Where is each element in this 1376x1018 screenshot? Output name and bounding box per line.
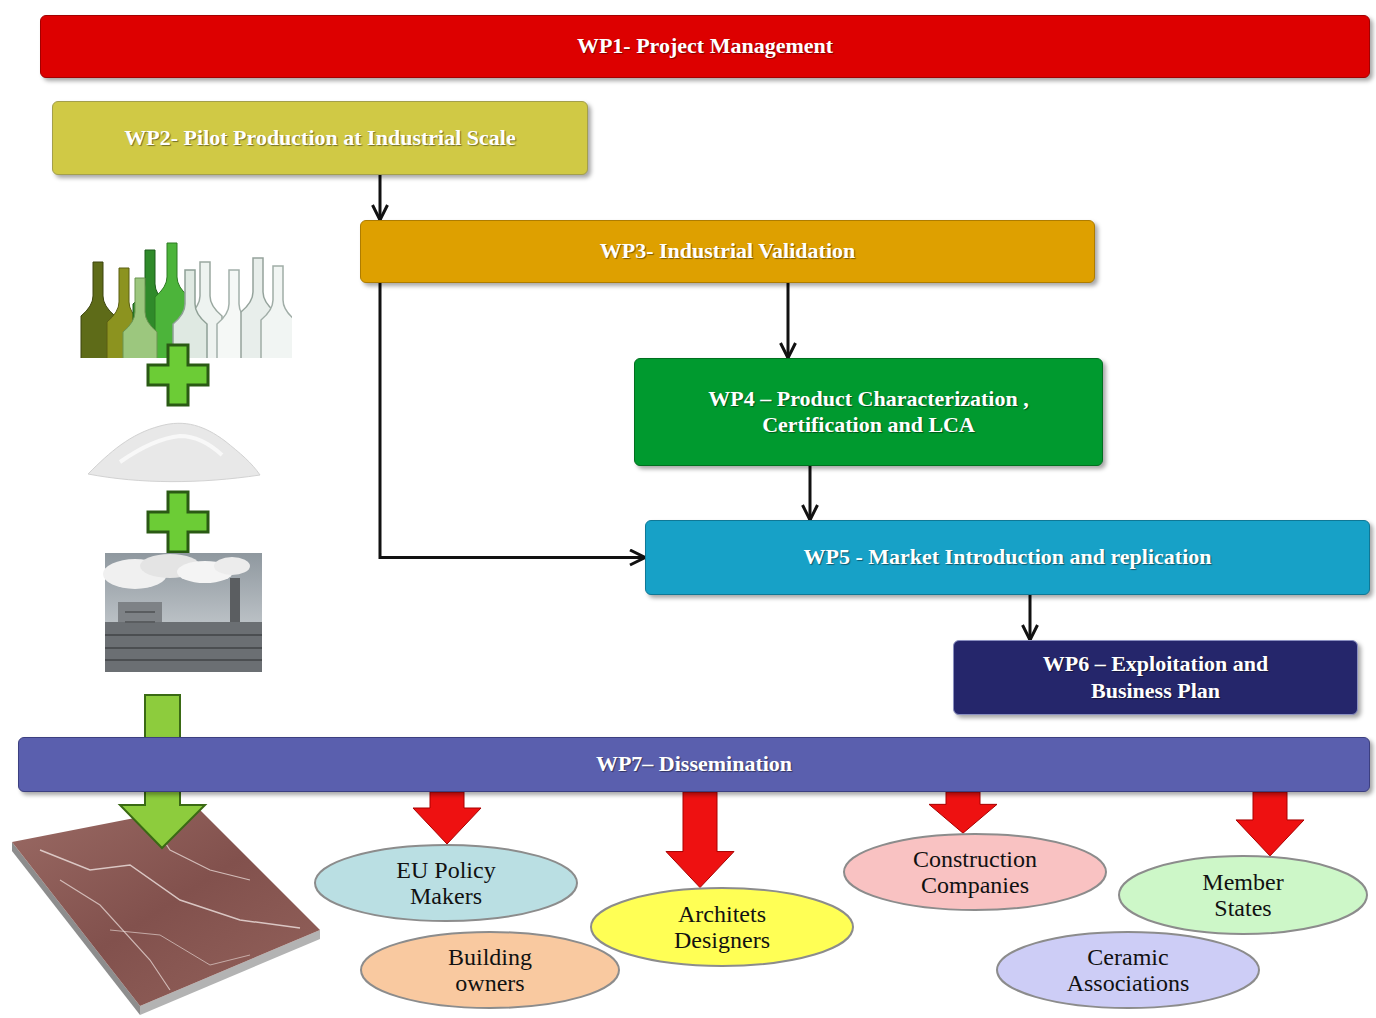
work-package-label: WP3- Industrial Validation [600,238,856,264]
building-windows [105,635,262,660]
work-package-box: WP3- Industrial Validation [360,220,1095,283]
work-package-label: WP6 – Exploitation and Business Plan [1011,651,1301,704]
work-package-label: WP7– Dissemination [596,751,792,777]
marble-vein [60,880,170,990]
smoke [214,557,250,575]
ellipse-shape [1119,856,1367,934]
block-arrow [1236,792,1304,856]
work-package-label: WP1- Project Management [577,33,833,59]
work-package-box: WP2- Pilot Production at Industrial Scal… [52,101,588,175]
ellipse-shape [591,888,853,966]
audience-ellipse: Architets Designers [590,887,854,967]
block-arrow [666,792,734,888]
plus-sign [148,492,208,552]
audience-ellipse: EU Policy Makers [314,844,578,922]
audience-label: Building owners [425,944,555,997]
work-package-box: WP6 – Exploitation and Business Plan [953,640,1358,715]
marble-vein [110,930,250,965]
work-package-box: WP5 - Market Introduction and replicatio… [645,520,1370,595]
audience-label: Member States [1178,869,1308,922]
bottle [261,266,292,358]
audience-label: Ceramic Associations [1063,944,1193,997]
ellipse-shape [997,932,1259,1008]
work-package-box: WP4 – Product Characterization , Certifi… [634,358,1103,466]
work-package-label: WP5 - Market Introduction and replicatio… [803,544,1211,570]
audience-label: EU Policy Makers [381,857,511,910]
incinerator-photo [103,553,262,672]
flow-arrow [1029,595,1032,640]
glass-bottles [81,243,292,358]
audience-ellipse: Member States [1118,855,1368,935]
block-arrow [413,792,481,844]
marble-vein [40,850,300,928]
flow-arrow [379,175,382,220]
dissemination-band: WP7– Dissemination [18,737,1370,792]
flow-arrow [809,466,812,520]
bottle [123,278,157,358]
work-package-label: WP2- Pilot Production at Industrial Scal… [124,125,515,151]
flow-arrow [380,283,645,558]
building-windows [125,612,155,622]
powder-pile [88,423,260,481]
ash-powder [88,423,260,481]
project-band: WP1- Project Management [40,15,1370,78]
flow-arrow [787,283,790,358]
work-package-label: WP4 – Product Characterization , Certifi… [669,386,1069,439]
ellipse-shape [361,932,619,1008]
audience-ellipse: Building owners [360,931,620,1009]
block-arrow [929,792,997,833]
audience-ellipse: Construction Companies [843,833,1107,911]
audience-label: Architets Designers [657,901,787,954]
ellipse-shape [315,845,577,921]
building [105,622,262,672]
audience-ellipse: Ceramic Associations [996,931,1260,1009]
audience-label: Construction Companies [910,846,1040,899]
powder-highlight [120,436,222,462]
plus-sign [148,345,208,405]
ellipse-shape [844,834,1106,910]
